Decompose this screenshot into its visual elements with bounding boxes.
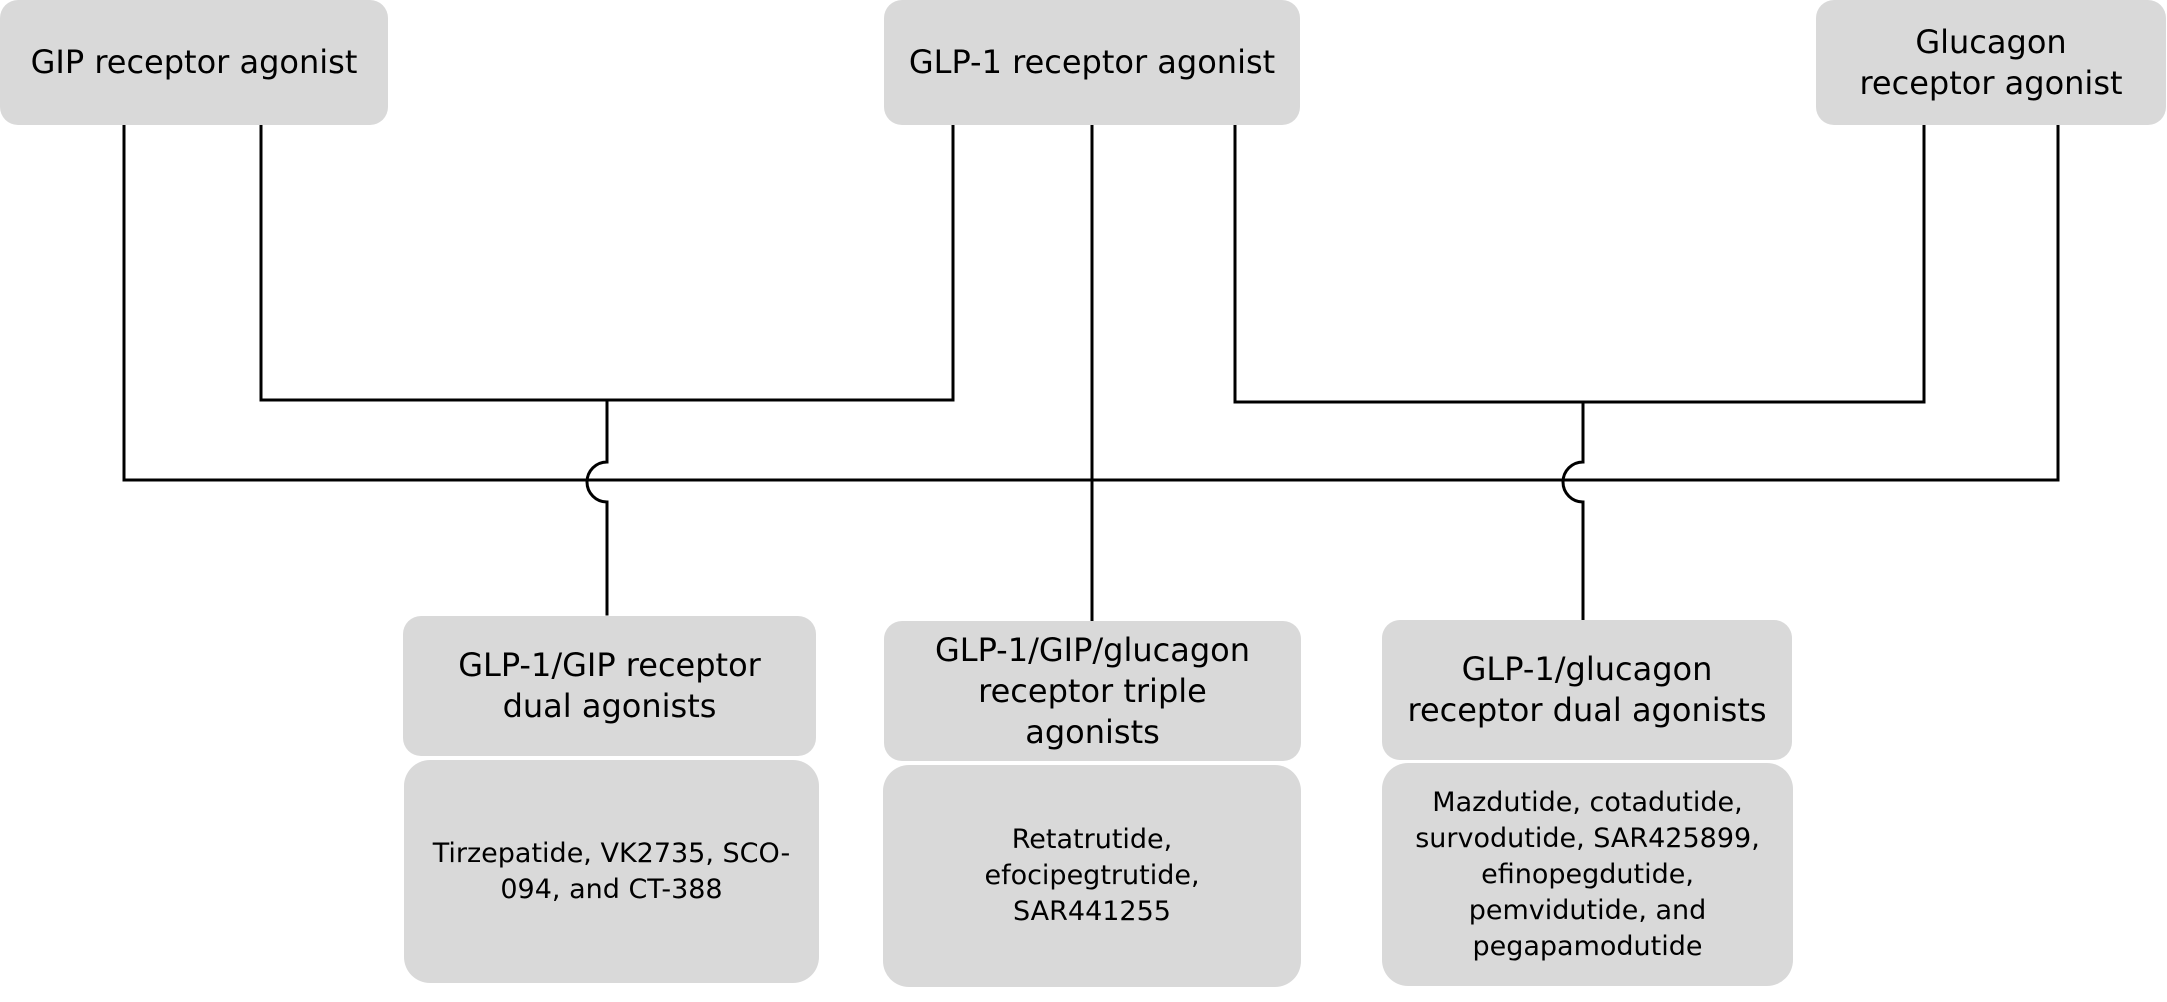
glp1-agonist-box: GLP-1 receptor agonist <box>884 0 1300 125</box>
glucagon-agonist-label: Glucagon receptor agonist <box>1859 22 2123 102</box>
glp1-glucagon-bracket <box>1233 123 1926 404</box>
dual-glucagon-title: GLP-1/glucagon receptor dual agonists <box>1407 650 1767 729</box>
dual-glucagon-drop-connector <box>1561 400 1585 621</box>
dual-gip-drop-connector <box>585 398 609 616</box>
dual-gip-examples-box: Tirzepatide, VK2735, SCO-094, and CT-388 <box>404 760 819 983</box>
dual-gip-examples: Tirzepatide, VK2735, SCO-094, and CT-388 <box>432 837 791 905</box>
gip-agonist-box: GIP receptor agonist <box>0 0 388 125</box>
dual-glucagon-title-box: GLP-1/glucagon receptor dual agonists <box>1382 620 1792 760</box>
gip-glp1-bracket <box>259 123 955 402</box>
triple-title: GLP-1/GIP/glucagon receptor triple agoni… <box>934 630 1251 751</box>
dual-gip-title-box: GLP-1/GIP receptor dual agonists <box>403 616 816 756</box>
dual-glucagon-examples: Mazdutide, cotadutide, survodutide, SAR4… <box>1415 786 1760 962</box>
glp1-agonist-label: GLP-1 receptor agonist <box>908 43 1276 81</box>
dual-glucagon-examples-box: Mazdutide, cotadutide, survodutide, SAR4… <box>1382 763 1793 986</box>
gip-agonist-label: GIP receptor agonist <box>30 43 358 81</box>
glucagon-agonist-box: Glucagon receptor agonist <box>1816 0 2166 125</box>
triple-examples-box: Retatrutide, efocipegtrutide, SAR441255 <box>883 765 1301 987</box>
triple-examples: Retatrutide, efocipegtrutide, SAR441255 <box>984 824 1200 927</box>
dual-gip-title: GLP-1/GIP receptor dual agonists <box>458 646 761 725</box>
triple-title-box: GLP-1/GIP/glucagon receptor triple agoni… <box>884 621 1301 761</box>
